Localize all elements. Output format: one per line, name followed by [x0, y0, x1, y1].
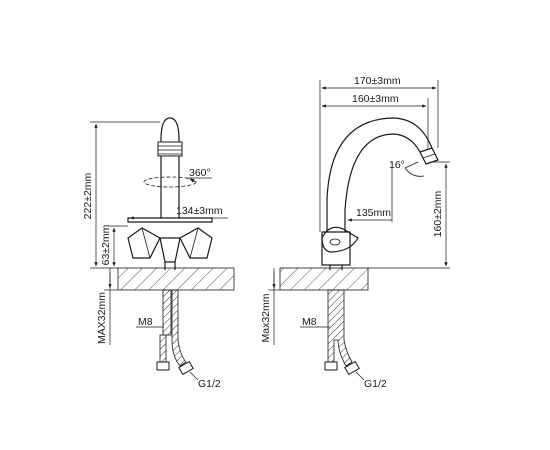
- front-height-label: 222±2mm: [82, 172, 94, 219]
- front-spread-label: 134±3mm: [176, 205, 223, 217]
- front-body: [127, 217, 213, 223]
- reach-inner-label: 160±3mm: [352, 93, 399, 105]
- side-countertop: [279, 267, 369, 291]
- reach-outer-label: 170±3mm: [354, 75, 401, 87]
- front-hose-left: [159, 334, 167, 363]
- front-center-block: [159, 237, 181, 263]
- front-max-label: MAX32mm: [96, 292, 108, 344]
- angle-label: 16°: [389, 159, 405, 171]
- side-hose: [327, 289, 353, 367]
- side-thread-label: M8: [302, 316, 317, 328]
- side-spout: [326, 117, 433, 232]
- front-nut-left: [156, 361, 170, 371]
- front-thread-label: M8: [138, 316, 153, 328]
- front-nut-right: [178, 360, 194, 376]
- front-left-handle: [127, 227, 161, 259]
- side-nut-right: [344, 360, 360, 376]
- side-connection-label: G1/2: [364, 378, 387, 390]
- front-connection-label: G1/2: [198, 378, 221, 390]
- side-body: [321, 231, 351, 266]
- front-view: 222±2mm 63±2mm MAX32mm 134±3mm 360° M8 G…: [82, 117, 235, 390]
- handle-reach-label: 135mm: [356, 207, 391, 219]
- side-nut-left: [324, 361, 338, 371]
- front-right-handle: [179, 227, 213, 259]
- rotation-label: 360°: [189, 167, 211, 179]
- spout-height-label: 160±2mm: [432, 190, 444, 237]
- side-max-label: Max32mm: [260, 293, 272, 342]
- front-countertop: [117, 267, 235, 291]
- front-spout: [160, 117, 180, 218]
- front-aerator: [157, 141, 183, 157]
- front-hose-right: [171, 289, 187, 367]
- side-handle: [321, 226, 359, 253]
- front-stud: [162, 289, 172, 336]
- side-view: 16° 170±3mm 160±3mm 135mm 160±2mm M: [260, 75, 450, 390]
- front-handle-height-label: 63±2mm: [100, 224, 112, 265]
